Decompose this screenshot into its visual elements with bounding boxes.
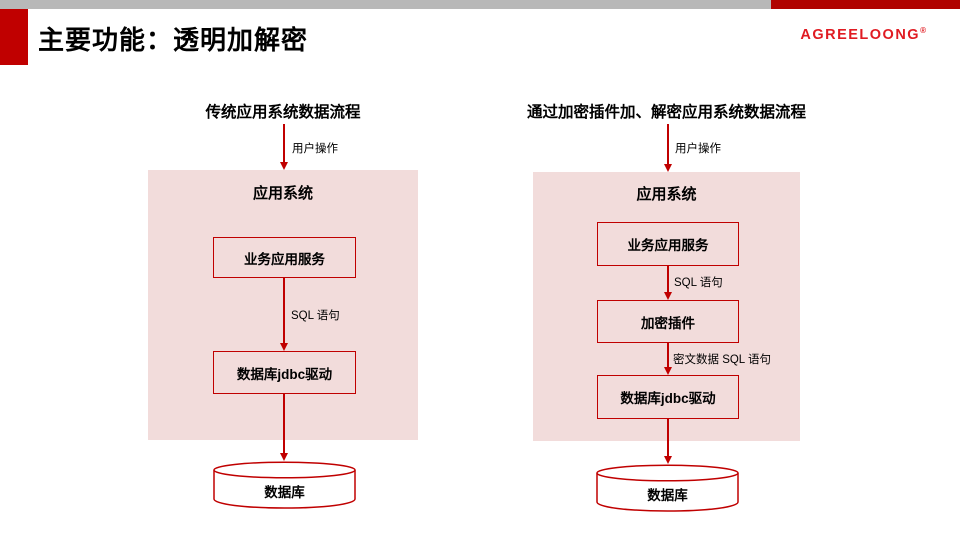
down-arrow-icon [279,162,288,170]
cylinder-shape [213,461,356,509]
down-arrow-icon [279,343,288,351]
diagram-plugin-flow: 通过加密插件加、解密应用系统数据流程 用户操作 应用系统 业务应用服务 SQL … [527,95,806,525]
database-label: 数据库 [264,485,305,500]
node-encryption-plugin: 加密插件 [597,300,739,343]
flow-line [283,394,285,453]
node-business-app-service: 业务应用服务 [213,237,356,278]
flow-line [667,419,669,456]
down-arrow-icon [663,367,672,375]
down-arrow-icon [279,453,288,461]
node-jdbc-driver: 数据库jdbc驱动 [597,375,739,419]
flow-line [667,343,669,367]
down-arrow-icon [663,164,672,172]
diagram-traditional-flow: 传统应用系统数据流程 用户操作 应用系统 业务应用服务 SQL 语句 数据库jd… [148,95,418,525]
top-bar-red-segment [771,0,960,9]
flow-line [283,278,285,343]
app-system-label: 应用系统 [252,185,313,202]
edge-label-sql: SQL 语句 [674,277,723,289]
node-jdbc-driver: 数据库jdbc驱动 [213,351,356,394]
cylinder-shape [596,464,739,512]
diagram-title: 传统应用系统数据流程 [205,104,361,121]
title-accent-square [0,9,28,65]
edge-label-user-action: 用户操作 [675,143,721,155]
edge-label-ciphertext-sql: 密文数据 SQL 语句 [673,354,771,366]
down-arrow-icon [663,456,672,464]
database-cylinder: 数据库 [213,461,356,509]
brand-logo-text: AGREELOONG [800,26,921,43]
database-cylinder: 数据库 [596,464,739,512]
app-system-panel [533,172,800,441]
brand-logo: AGREELOONG® [800,26,926,43]
node-business-app-service: 业务应用服务 [597,222,739,266]
flow-line [667,124,669,164]
flow-line [283,124,285,162]
database-label: 数据库 [647,488,688,503]
app-system-label: 应用系统 [636,186,697,203]
down-arrow-icon [663,292,672,300]
registered-mark: ® [920,26,926,35]
flow-line [667,266,669,292]
page-title: 主要功能：透明加解密 [38,25,309,55]
diagram-title: 通过加密插件加、解密应用系统数据流程 [526,104,807,121]
edge-label-sql: SQL 语句 [291,310,340,322]
edge-label-user-action: 用户操作 [292,143,338,155]
top-bar-gray [0,0,771,9]
app-system-panel [148,170,418,440]
